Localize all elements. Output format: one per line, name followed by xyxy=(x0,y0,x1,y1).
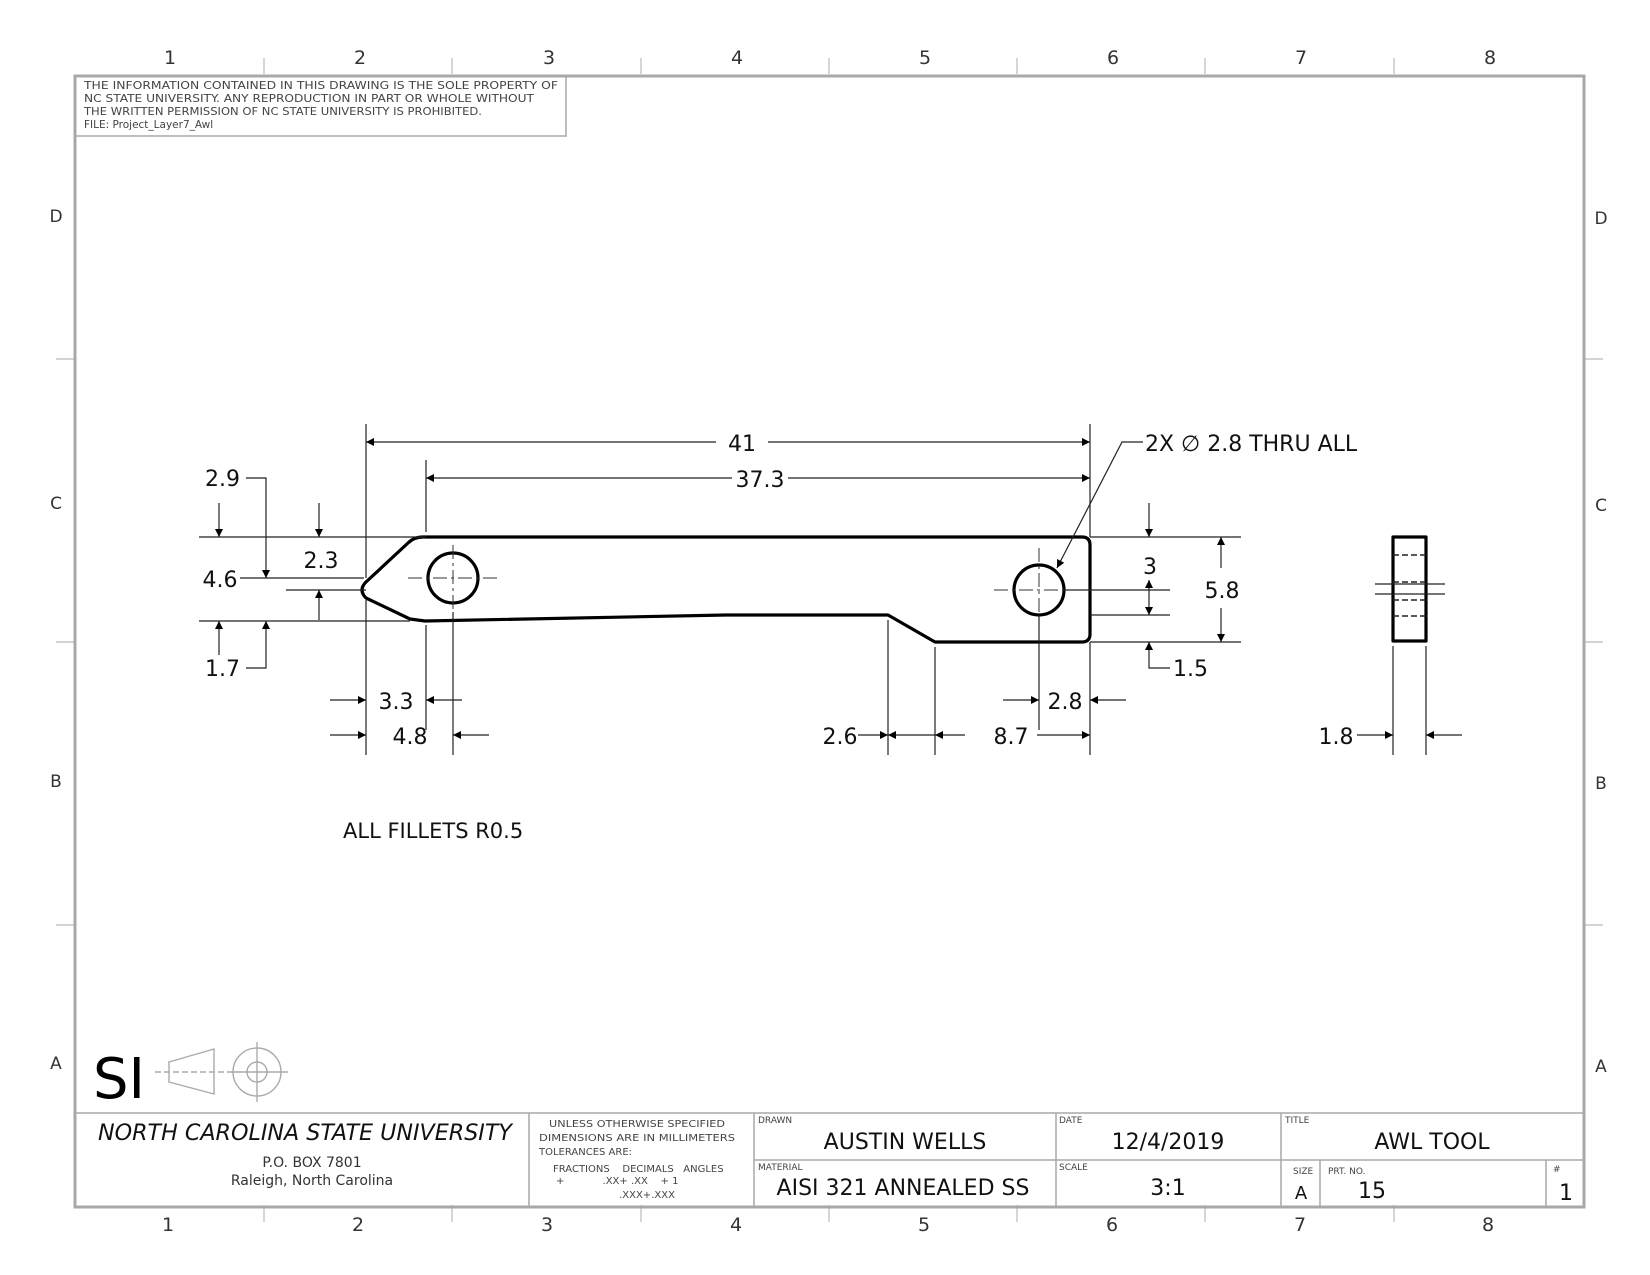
side-view xyxy=(1375,535,1445,643)
zone-label: 2 xyxy=(354,47,366,69)
tolerance-note: FRACTIONS DECIMALS ANGLES xyxy=(553,1164,724,1175)
zone-labels-right: D C B A xyxy=(1594,209,1607,1077)
zone-label: 1 xyxy=(162,1214,174,1236)
row-label: C xyxy=(50,494,62,514)
dim-41: 41 xyxy=(728,432,756,457)
dim-1-5: 1.5 xyxy=(1173,657,1208,682)
row-label: D xyxy=(1594,209,1607,229)
title-block: NORTH CAROLINA STATE UNIVERSITY P.O. BOX… xyxy=(75,1112,1584,1207)
sheet-number-label: # xyxy=(1553,1165,1561,1175)
dim-2-8: 2.8 xyxy=(1048,690,1083,715)
title-label: TITLE xyxy=(1284,1116,1310,1126)
proprietary-line: NC STATE UNIVERSITY. ANY REPRODUCTION IN… xyxy=(84,93,535,105)
units-projection-symbol: SI xyxy=(93,1042,288,1112)
dim-37-3: 37.3 xyxy=(736,468,785,493)
row-label: A xyxy=(1595,1057,1607,1077)
dim-1-7: 1.7 xyxy=(205,657,240,682)
dim-4-6: 4.6 xyxy=(203,568,238,593)
dim-2-9: 2.9 xyxy=(205,467,240,492)
proprietary-line: THE WRITTEN PERMISSION OF NC STATE UNIVE… xyxy=(83,106,482,118)
material-label: MATERIAL xyxy=(758,1163,803,1173)
row-label: A xyxy=(50,1054,62,1074)
city: Raleigh, North Carolina xyxy=(231,1173,393,1189)
part-number-label: PRT. NO. xyxy=(1328,1167,1366,1177)
tolerance-note: UNLESS OTHERWISE SPECIFIED xyxy=(549,1119,725,1130)
row-label: D xyxy=(49,207,62,227)
zone-label: 4 xyxy=(730,1214,742,1236)
material-value: AISI 321 ANNEALED SS xyxy=(777,1176,1030,1201)
side-outline xyxy=(1391,535,1428,643)
drawing-title: AWL TOOL xyxy=(1374,1130,1490,1155)
dimensions: 41 37.3 2X ∅ 2.8 THRU ALL 2.9 2.3 4.6 1.… xyxy=(199,424,1462,755)
zone-label: 8 xyxy=(1482,1214,1494,1236)
dim-8-7: 8.7 xyxy=(994,725,1029,750)
tolerance-note: + .XX+ .XX + 1 xyxy=(556,1176,678,1187)
dim-5-8: 5.8 xyxy=(1205,579,1240,604)
si-mark: SI xyxy=(93,1047,145,1112)
zone-label: 3 xyxy=(543,47,555,69)
zone-label: 7 xyxy=(1294,1214,1306,1236)
row-label: B xyxy=(50,772,62,792)
zone-label: 1 xyxy=(164,47,176,69)
zone-label: 2 xyxy=(352,1214,364,1236)
zone-labels-bottom: 1 2 3 4 5 6 7 8 xyxy=(162,1214,1494,1236)
tolerance-note: TOLERANCES ARE: xyxy=(538,1147,632,1158)
sheet-border xyxy=(73,74,1586,1209)
proprietary-notice: THE INFORMATION CONTAINED IN THIS DRAWIN… xyxy=(74,75,567,137)
zone-label: 7 xyxy=(1295,47,1307,69)
awl-outline xyxy=(360,535,1092,644)
file-name: FILE: Project_Layer7_Awl xyxy=(84,119,213,131)
drawn-by: AUSTIN WELLS xyxy=(824,1130,987,1155)
hole-callout: 2X ∅ 2.8 THRU ALL xyxy=(1145,432,1358,457)
zone-label: 5 xyxy=(918,1214,930,1236)
proprietary-line: THE INFORMATION CONTAINED IN THIS DRAWIN… xyxy=(83,80,558,92)
size-label: SIZE xyxy=(1293,1167,1314,1177)
university-name: NORTH CAROLINA STATE UNIVERSITY xyxy=(98,1121,514,1146)
dim-3-3: 3.3 xyxy=(379,690,414,715)
part-number: 15 xyxy=(1358,1179,1386,1204)
tolerance-note: DIMENSIONS ARE IN MILLIMETERS xyxy=(539,1133,735,1144)
zone-label: 3 xyxy=(541,1214,553,1236)
po-box: P.O. BOX 7801 xyxy=(262,1155,361,1171)
zone-labels-top: 1 2 3 4 5 6 7 8 xyxy=(164,47,1496,69)
zone-label: 4 xyxy=(731,47,743,69)
zone-label: 5 xyxy=(919,47,931,69)
front-view xyxy=(360,535,1092,644)
row-label: B xyxy=(1595,774,1607,794)
drawn-label: DRAWN xyxy=(758,1116,792,1126)
third-angle-projection-icon xyxy=(155,1042,288,1102)
date-value: 12/4/2019 xyxy=(1112,1130,1225,1155)
dim-3: 3 xyxy=(1143,555,1157,580)
zone-labels-left: D C B A xyxy=(49,207,62,1074)
zone-label: 6 xyxy=(1107,47,1119,69)
date-label: DATE xyxy=(1059,1116,1083,1126)
dim-2-6: 2.6 xyxy=(823,725,858,750)
zone-label: 8 xyxy=(1484,47,1496,69)
size-value: A xyxy=(1295,1183,1308,1204)
zone-label: 6 xyxy=(1106,1214,1118,1236)
dim-4-8: 4.8 xyxy=(393,725,428,750)
scale-label: SCALE xyxy=(1059,1163,1088,1173)
zone-ticks xyxy=(56,58,1603,1222)
dim-1-8: 1.8 xyxy=(1319,725,1354,750)
fillet-note: ALL FILLETS R0.5 xyxy=(343,819,523,843)
dim-2-3: 2.3 xyxy=(304,549,339,574)
row-label: C xyxy=(1595,496,1607,516)
scale-value: 3:1 xyxy=(1150,1176,1185,1201)
sheet-number: 1 xyxy=(1559,1181,1573,1206)
tolerance-note: .XXX+.XXX xyxy=(619,1190,675,1201)
